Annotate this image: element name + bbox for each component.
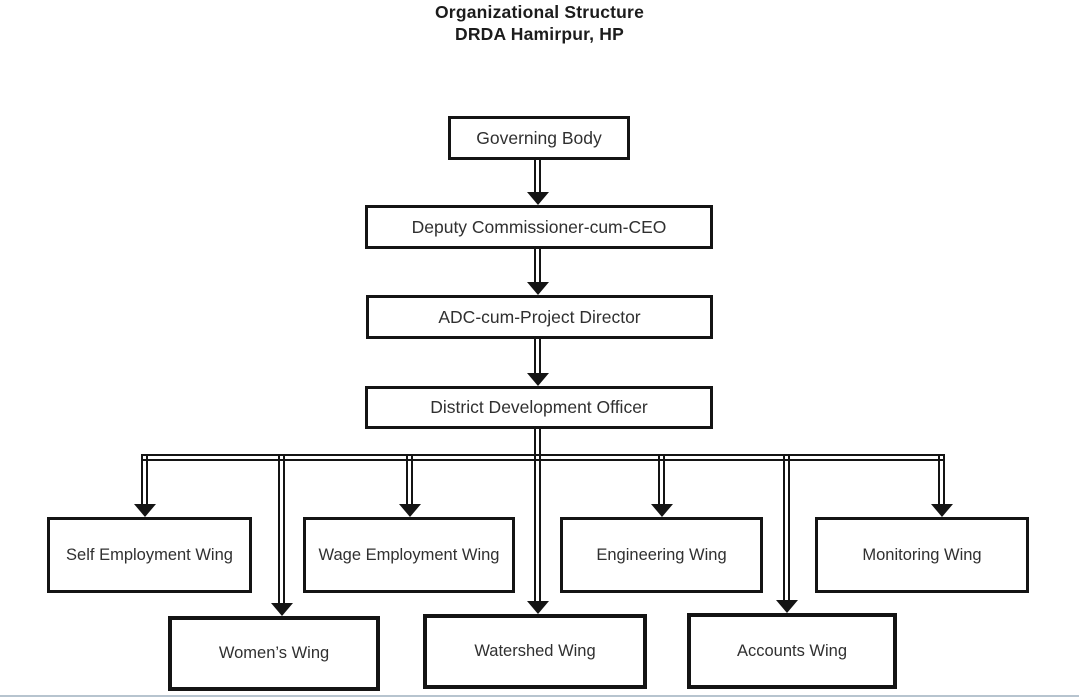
node-monitoring-wing: Monitoring Wing [815, 517, 1029, 593]
page-title: Organizational Structure DRDA Hamirpur, … [0, 1, 1079, 45]
drop-self-employment-shaft [141, 454, 148, 505]
connector-adc-to-ddo-shaft [534, 337, 541, 375]
node-governing-body-label: Governing Body [476, 127, 602, 148]
connector-deputy-to-adc-shaft [534, 247, 541, 285]
node-monitoring-wing-label: Monitoring Wing [862, 545, 982, 564]
drop-monitoring-shaft [938, 454, 945, 505]
connector-deputy-to-adc-arrow-icon [527, 282, 549, 295]
node-watershed-wing-label: Watershed Wing [474, 642, 596, 660]
node-district-development-officer-label: District Development Officer [430, 397, 648, 417]
node-watershed-wing: Watershed Wing [423, 614, 647, 689]
node-accounts-wing: Accounts Wing [687, 613, 897, 689]
connector-adc-to-ddo-arrow-icon [527, 373, 549, 386]
drop-wage-employment-shaft [406, 456, 413, 505]
drop-accounts-arrow-icon [776, 600, 798, 613]
connector-governing-to-deputy-shaft [534, 158, 541, 196]
bottom-divider [0, 695, 1079, 697]
node-governing-body: Governing Body [448, 116, 630, 160]
node-accounts-wing-label: Accounts Wing [736, 641, 848, 660]
node-wage-employment-wing: Wage Employment Wing [303, 517, 515, 593]
drop-engineering-arrow-icon [651, 504, 673, 517]
node-self-employment-wing: Self Employment Wing [47, 517, 252, 593]
node-district-development-officer: District Development Officer [365, 386, 713, 429]
connector-governing-to-deputy-arrow-icon [527, 192, 549, 205]
page-title-line1: Organizational Structure [435, 2, 644, 22]
node-deputy-commissioner: Deputy Commissioner-cum-CEO [365, 205, 713, 249]
node-self-employment-wing-label: Self Employment Wing [66, 545, 233, 564]
page-title-line2: DRDA Hamirpur, HP [454, 24, 625, 44]
drop-womens-arrow-icon [271, 603, 293, 616]
node-womens-wing-label: Women’s Wing [218, 644, 330, 662]
node-wage-employment-wing-label: Wage Employment Wing [318, 545, 500, 564]
node-engineering-wing-label: Engineering Wing [596, 545, 727, 564]
node-adc-project-director-label: ADC-cum-Project Director [438, 306, 641, 327]
drop-wage-employment-arrow-icon [399, 504, 421, 517]
drop-monitoring-arrow-icon [931, 504, 953, 517]
node-womens-wing: Women’s Wing [168, 616, 380, 691]
drop-engineering-shaft [658, 456, 665, 505]
distribution-bus-line [141, 454, 945, 461]
node-deputy-commissioner-label: Deputy Commissioner-cum-CEO [411, 216, 667, 237]
node-engineering-wing: Engineering Wing [560, 517, 763, 593]
node-adc-project-director: ADC-cum-Project Director [366, 295, 713, 339]
connector-ddo-to-watershed-shaft [534, 427, 541, 602]
drop-womens-shaft [278, 456, 285, 604]
drop-self-employment-arrow-icon [134, 504, 156, 517]
connector-ddo-to-watershed-arrow-icon [527, 601, 549, 614]
drop-accounts-shaft [783, 456, 790, 601]
